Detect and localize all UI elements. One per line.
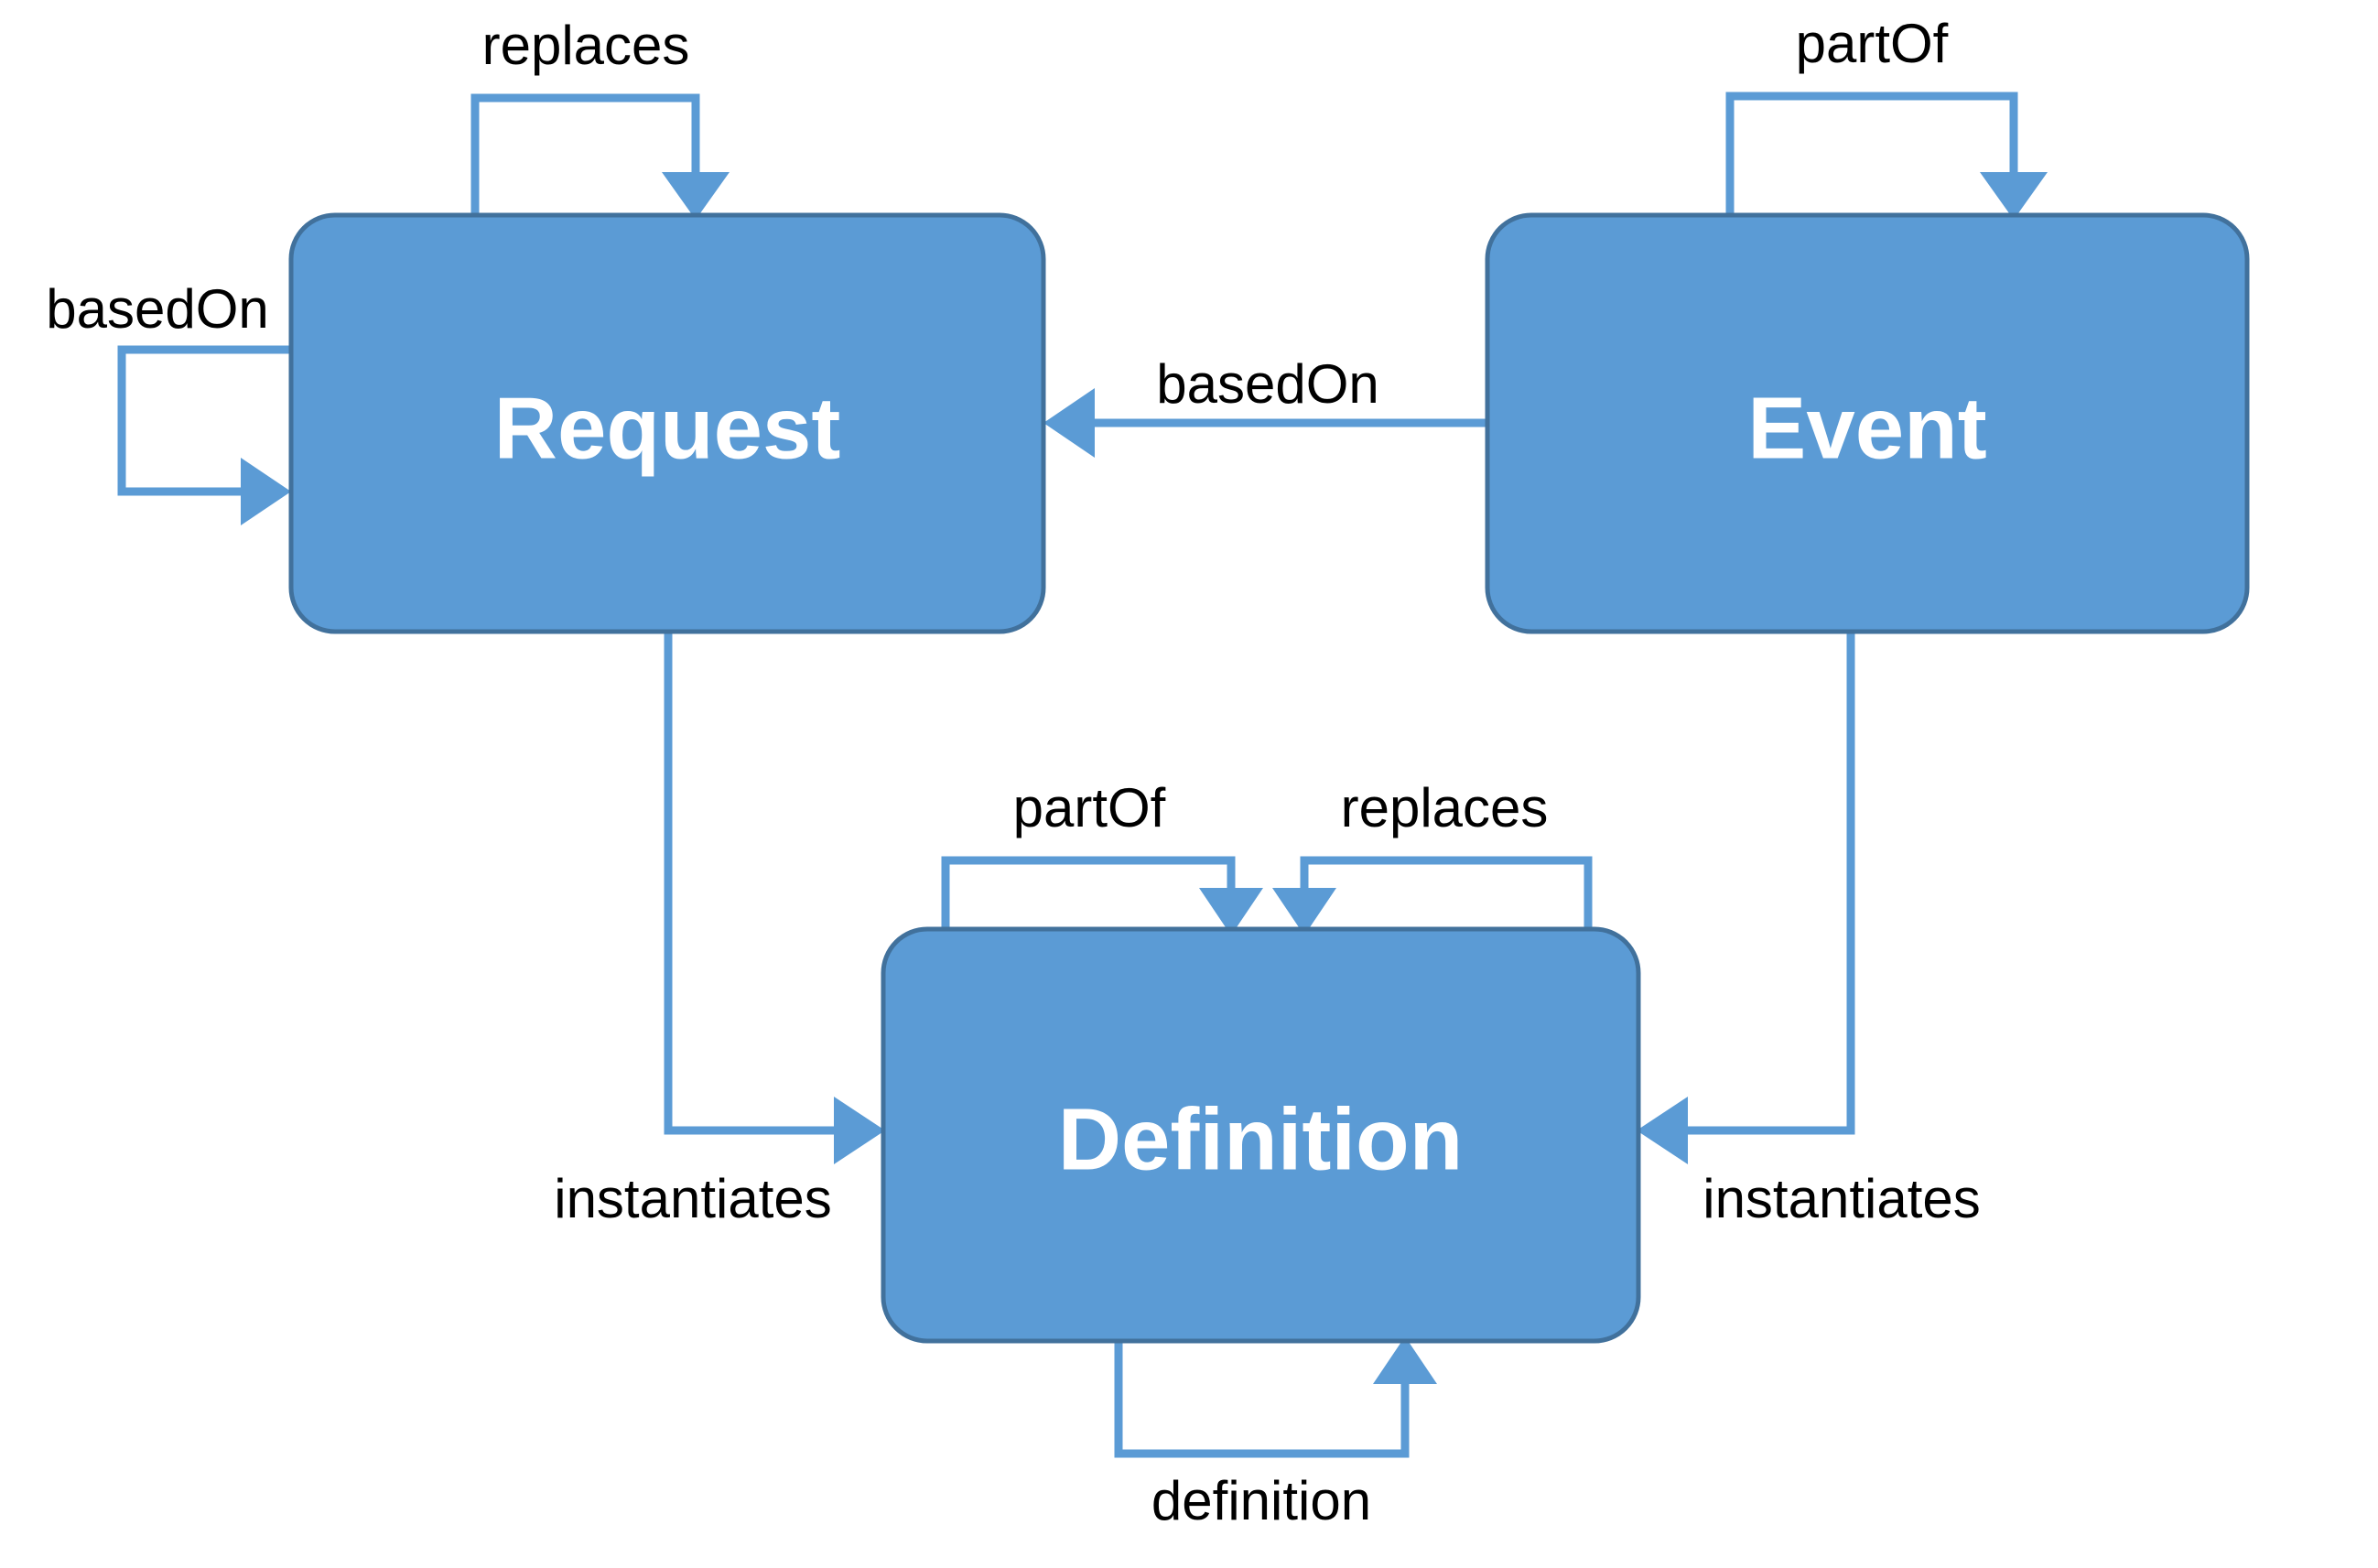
edge-label-event-partof: partOf (1796, 13, 1949, 74)
node-request-label: Request (494, 380, 841, 478)
edge-request-replaces-self (470, 93, 730, 229)
edge-label-definition-definition: definition (1151, 1470, 1371, 1531)
edge-label-request-instantiates: instantiates (554, 1168, 832, 1229)
arrowhead-down-icon (1980, 172, 2048, 220)
edge-request-basedon-self (117, 345, 293, 525)
edge-definition-replaces-self (1272, 856, 1593, 943)
arrowhead-down-icon (1199, 888, 1263, 935)
edge-line (117, 345, 293, 496)
node-request-box[interactable] (288, 212, 1046, 634)
edge-request-instantiates-definition (664, 632, 885, 1164)
arrowhead-left-icon (1043, 388, 1095, 458)
edge-label-definition-partof: partOf (1013, 777, 1166, 838)
arrowhead-right-icon (241, 458, 291, 525)
node-event-box[interactable] (1485, 212, 2250, 634)
edge-line (1686, 632, 1855, 1135)
edge-line (664, 632, 836, 1135)
node-definition-box[interactable] (881, 926, 1641, 1344)
arrowhead-down-icon (1272, 888, 1336, 935)
node-event-label: Event (1747, 380, 1986, 478)
edge-line (1725, 92, 2018, 229)
edge-label-request-replaces: replaces (482, 15, 690, 76)
arrowhead-up-icon (1373, 1336, 1437, 1384)
edge-line (1114, 1332, 1410, 1458)
edge-line (1300, 856, 1593, 943)
node-event[interactable]: Event (1485, 212, 2250, 634)
arrowhead-right-icon (834, 1097, 885, 1164)
edge-line (470, 93, 700, 229)
edge-definition-definition-self (1114, 1332, 1437, 1458)
node-definition[interactable]: Definition (881, 926, 1641, 1344)
edge-label-event-instantiates: instantiates (1702, 1168, 1981, 1229)
node-definition-label: Definition (1058, 1091, 1464, 1189)
arrowhead-left-icon (1637, 1097, 1688, 1164)
edge-label-definition-replaces: replaces (1341, 777, 1549, 838)
edge-definition-partof-self (941, 856, 1263, 943)
edge-event-partof-self (1725, 92, 2048, 229)
arrowhead-down-icon (662, 172, 730, 220)
node-request[interactable]: Request (288, 212, 1046, 634)
edge-label-request-basedon: basedOn (46, 278, 269, 340)
edge-event-instantiates-definition (1637, 632, 1855, 1164)
edge-label-event-basedon-request: basedOn (1156, 353, 1379, 415)
edge-line (941, 856, 1236, 943)
edge-event-basedon-request (1043, 388, 1487, 458)
